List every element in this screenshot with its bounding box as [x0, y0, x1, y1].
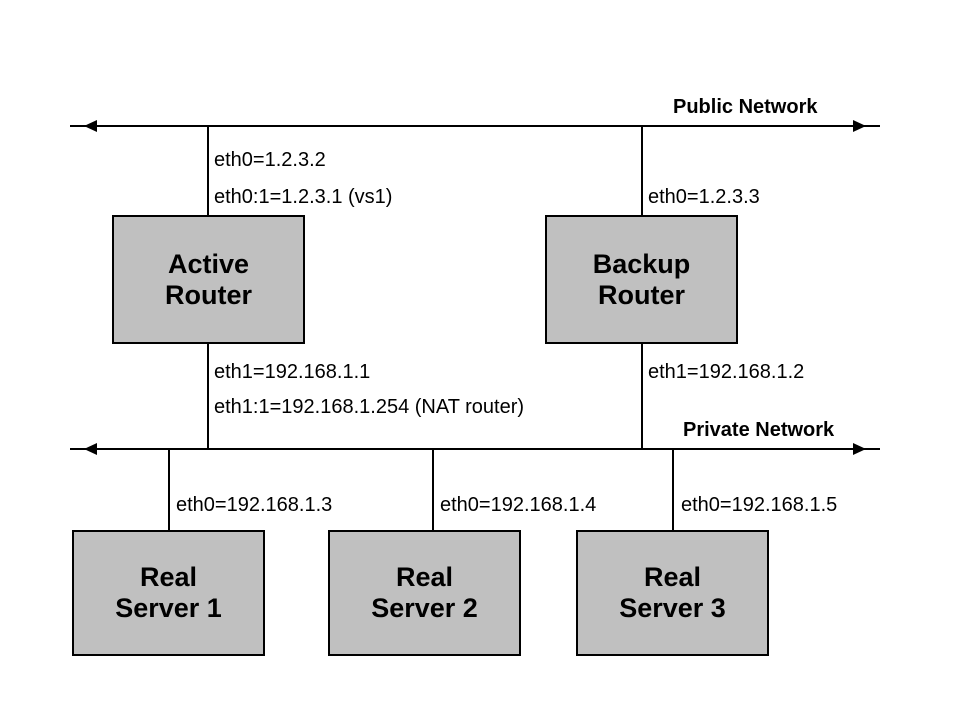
iface-label-real-server-1: eth0=192.168.1.3	[176, 494, 333, 516]
iface-label-backup-private: eth1=192.168.1.2	[648, 361, 805, 383]
node-real-server-1-line1: Real	[139, 562, 198, 593]
node-real-server-1-line2: Server 1	[115, 593, 222, 623]
node-active-router-line2: Router	[165, 279, 252, 310]
node-active-router[interactable]: Active Router	[112, 215, 305, 344]
node-real-server-3[interactable]: Real Server 3	[576, 530, 769, 656]
public-network-label: Public Network	[673, 96, 818, 118]
iface-label-backup-public: eth0=1.2.3.3	[648, 186, 760, 208]
node-real-server-2-line1: Real	[395, 562, 454, 593]
iface-label-active-private-primary: eth1=192.168.1.1	[214, 361, 371, 383]
node-real-server-2[interactable]: Real Server 2	[328, 530, 521, 656]
node-backup-router[interactable]: Backup Router	[545, 215, 738, 344]
iface-label-real-server-3: eth0=192.168.1.5	[681, 494, 838, 516]
iface-label-active-public-primary: eth0=1.2.3.2	[214, 149, 326, 171]
iface-label-active-private-nat: eth1:1=192.168.1.254 (NAT router)	[214, 396, 525, 418]
node-real-server-3-line2: Server 3	[619, 593, 726, 623]
node-real-server-2-line2: Server 2	[371, 593, 478, 623]
node-active-router-line1: Active	[167, 248, 250, 279]
private-network-label: Private Network	[683, 419, 835, 441]
node-backup-router-line1: Backup	[592, 248, 691, 279]
iface-label-real-server-2: eth0=192.168.1.4	[440, 494, 597, 516]
node-backup-router-line2: Router	[598, 279, 685, 310]
iface-label-active-public-virtual: eth0:1=1.2.3.1 (vs1)	[214, 186, 393, 208]
node-real-server-3-line1: Real	[643, 562, 702, 593]
node-real-server-1[interactable]: Real Server 1	[72, 530, 265, 656]
